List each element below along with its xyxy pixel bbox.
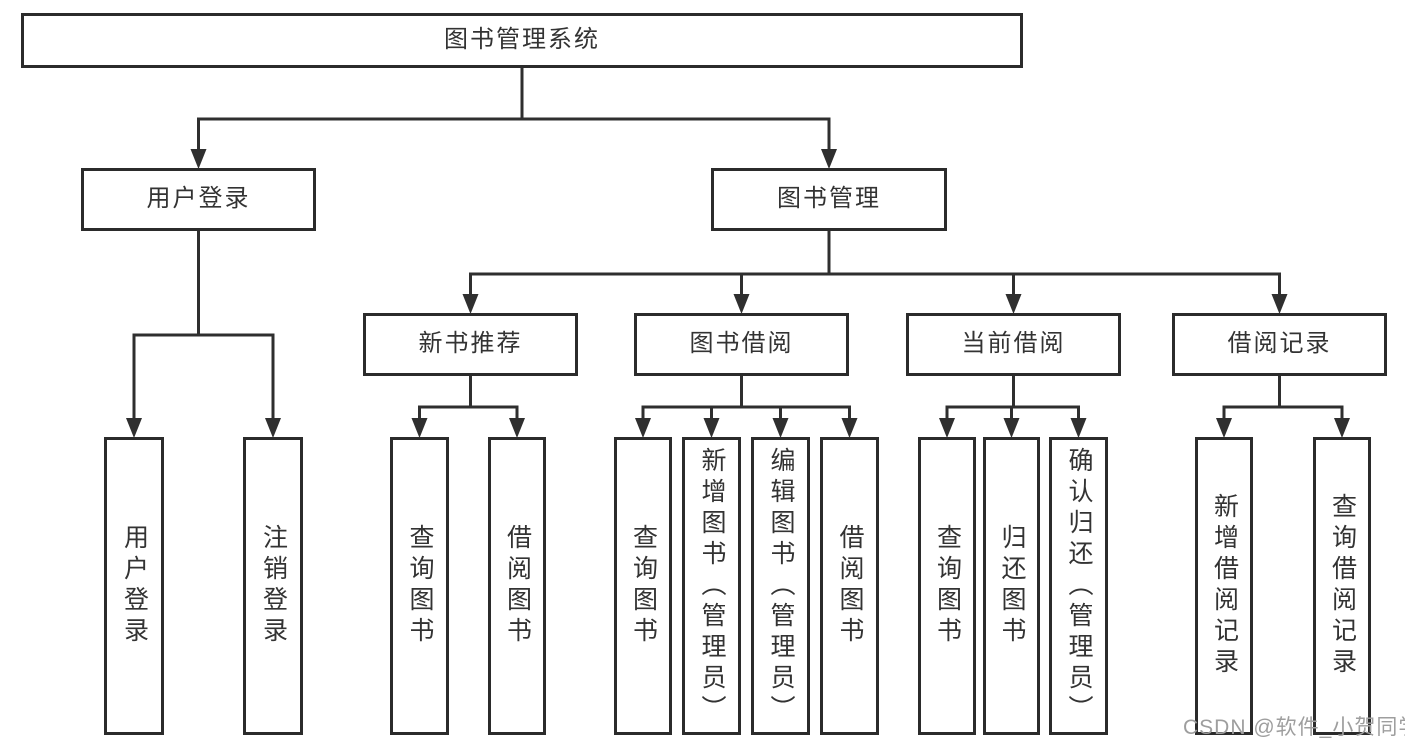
arrowhead-icon — [411, 418, 428, 438]
arrowhead-icon — [1070, 418, 1087, 438]
arrowhead-icon — [1216, 418, 1232, 438]
node-label: 借阅图书 — [503, 524, 532, 648]
node-label: 新书推荐 — [418, 330, 523, 358]
node-label: 查询图书 — [629, 524, 658, 648]
node-cb-return: 归还图书 — [983, 437, 1040, 735]
arrowhead-icon — [1003, 418, 1020, 438]
arrowhead-icon — [841, 418, 858, 438]
node-root: 图书管理系统 — [21, 13, 1023, 68]
node-label: 图书借阅 — [689, 330, 794, 358]
arrowhead-icon — [939, 418, 955, 438]
arrowhead-icon — [733, 294, 750, 314]
node-book-mgmt: 图书管理 — [711, 168, 947, 231]
node-br-add: 新增借阅记录 — [1195, 437, 1253, 735]
node-label: 注销登录 — [259, 524, 288, 648]
arrowhead-icon — [1005, 294, 1022, 314]
arrowhead-icon — [1334, 418, 1350, 438]
node-current-borrow: 当前借阅 — [906, 313, 1121, 376]
node-label: 查询图书 — [933, 524, 962, 648]
arrowhead-icon — [126, 418, 142, 438]
node-new-books: 新书推荐 — [363, 313, 578, 376]
node-label: 借阅记录 — [1227, 330, 1332, 358]
node-nb-query: 查询图书 — [390, 437, 449, 735]
node-bb-borrow: 借阅图书 — [820, 437, 879, 735]
arrowhead-icon — [462, 294, 479, 314]
node-label: 确认归还（管理员） — [1065, 446, 1093, 726]
node-cb-confirm: 确认归还（管理员） — [1049, 437, 1108, 735]
arrowhead-icon — [772, 418, 789, 438]
node-borrow-records: 借阅记录 — [1172, 313, 1387, 376]
node-user-login: 用户登录 — [81, 168, 316, 231]
arrowhead-icon — [509, 418, 525, 438]
node-label: 图书管理系统 — [444, 26, 600, 54]
node-label: 编辑图书（管理员） — [767, 446, 795, 726]
node-label: 新增借阅记录 — [1210, 493, 1239, 679]
node-leaf-logout: 注销登录 — [243, 437, 303, 735]
node-label: 借阅图书 — [836, 524, 864, 648]
node-book-borrow: 图书借阅 — [634, 313, 849, 376]
node-bb-edit: 编辑图书（管理员） — [751, 437, 810, 735]
arrowhead-icon — [635, 418, 651, 438]
arrowhead-icon — [821, 149, 837, 169]
node-br-query: 查询借阅记录 — [1313, 437, 1371, 735]
node-bb-add: 新增图书（管理员） — [682, 437, 741, 735]
node-label: 查询借阅记录 — [1328, 493, 1357, 679]
arrowhead-icon — [190, 149, 207, 169]
node-label: 图书管理 — [777, 185, 881, 213]
arrowhead-icon — [265, 418, 281, 438]
node-label: 查询图书 — [406, 524, 434, 648]
arrowhead-icon — [703, 418, 720, 438]
node-label: 新增图书（管理员） — [698, 446, 726, 726]
node-label: 用户登录 — [120, 524, 149, 648]
node-nb-borrow: 借阅图书 — [488, 437, 546, 735]
node-label: 当前借阅 — [961, 330, 1066, 358]
node-label: 归还图书 — [998, 524, 1026, 648]
node-cb-query: 查询图书 — [918, 437, 976, 735]
node-bb-query: 查询图书 — [614, 437, 672, 735]
node-leaf-user-login: 用户登录 — [104, 437, 164, 735]
arrowhead-icon — [1271, 294, 1288, 314]
csdn-watermark: CSDN @软件_小贺同学 — [1183, 716, 1405, 739]
node-label: 用户登录 — [146, 185, 251, 213]
